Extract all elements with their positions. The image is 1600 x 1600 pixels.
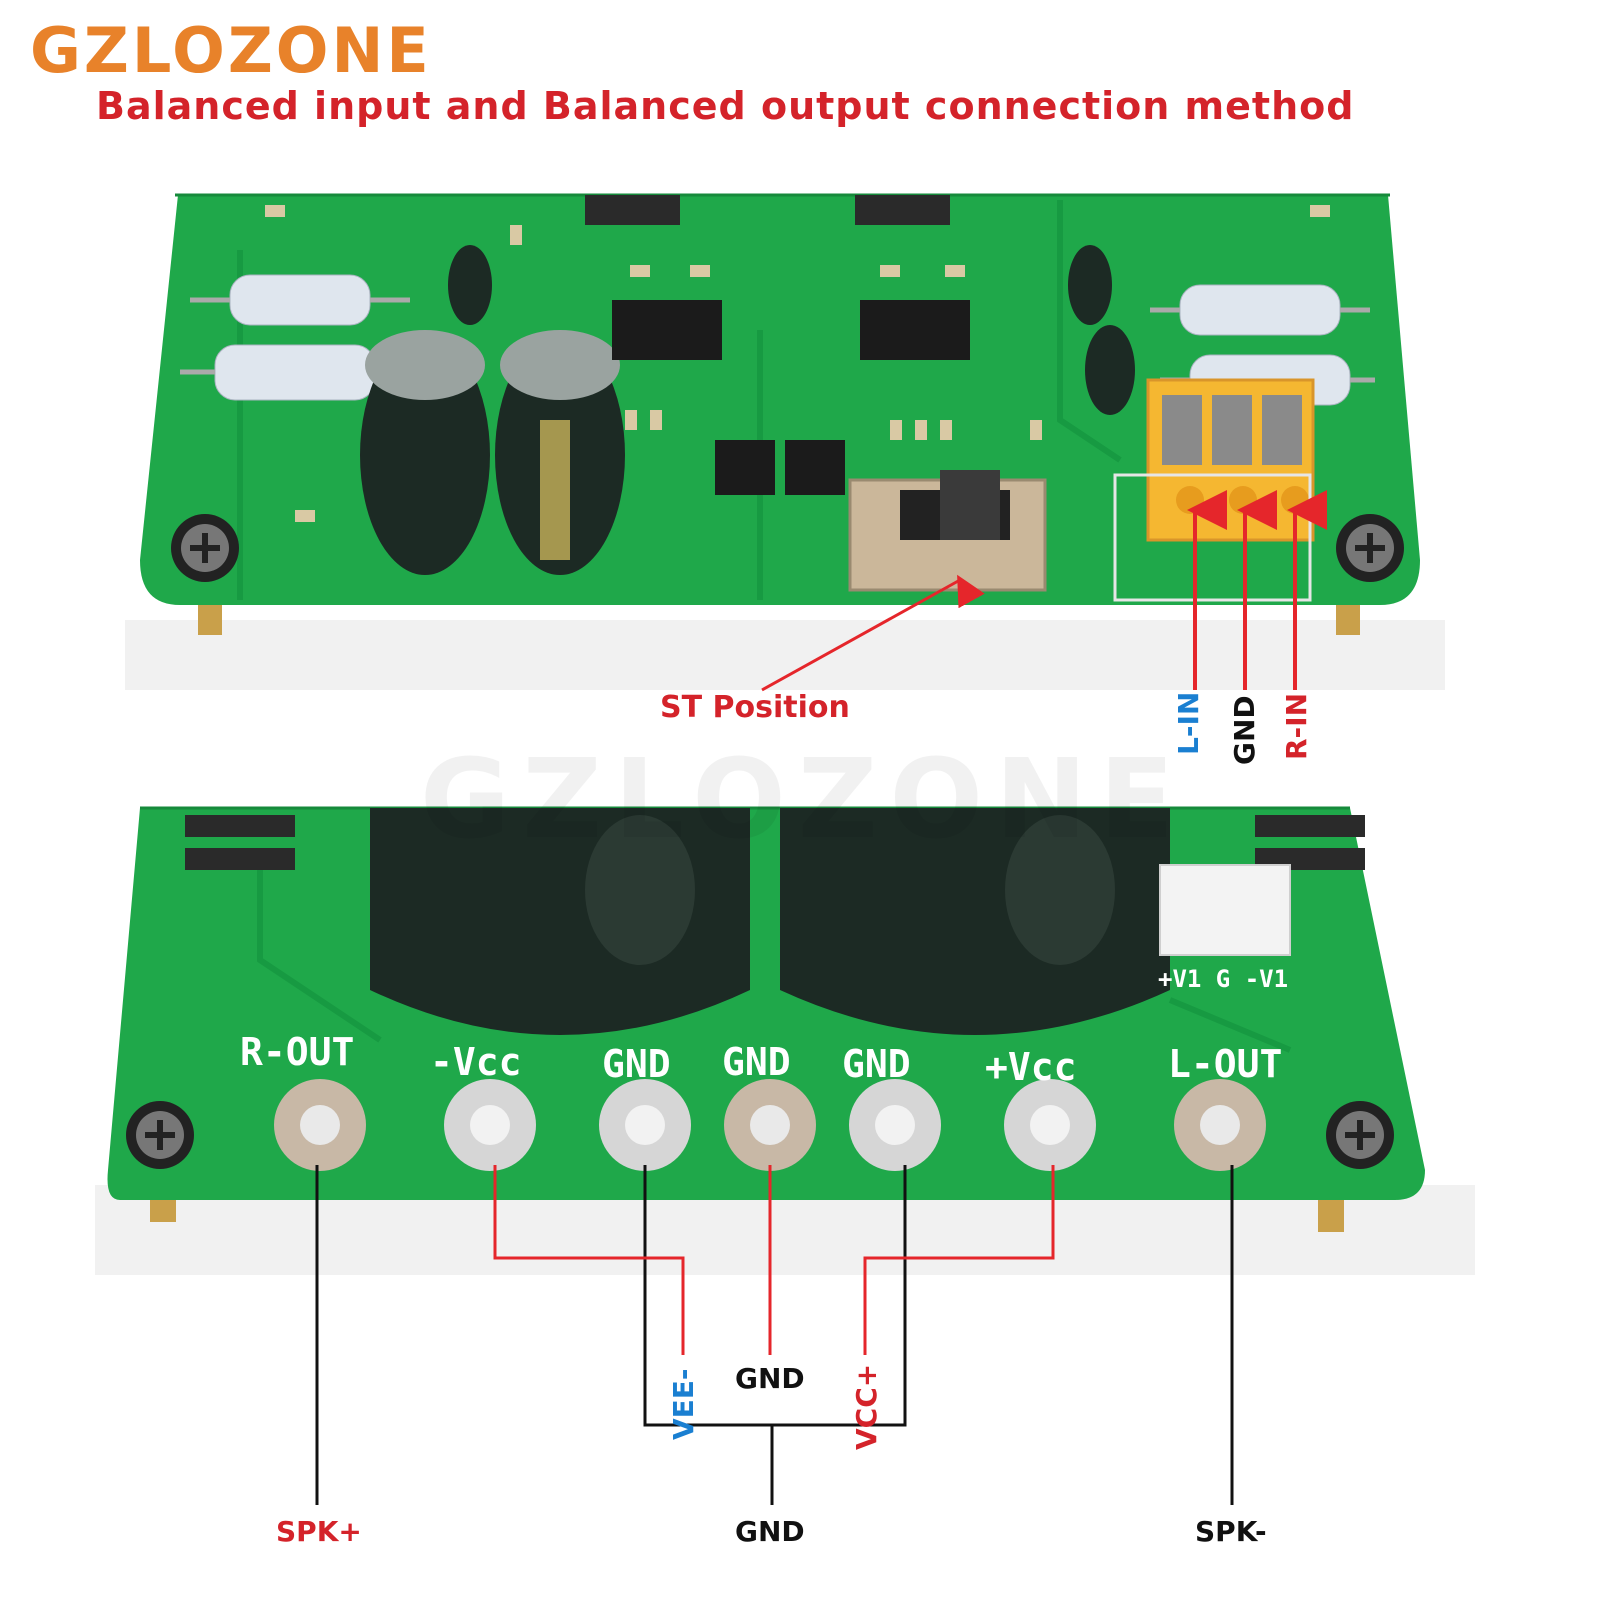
pad-label-pos-vcc: +Vcc xyxy=(985,1045,1077,1089)
gnd-bottom-label: GND xyxy=(735,1515,805,1548)
pad-label-gnd-3: GND xyxy=(842,1042,911,1086)
output-pads xyxy=(274,1079,1266,1171)
screw-icon xyxy=(1326,1101,1394,1169)
gnd-in-label: GND xyxy=(1228,695,1261,765)
bottom-board xyxy=(95,806,1475,1275)
watermark: GZLOZONE xyxy=(420,735,1187,863)
top-board xyxy=(125,193,1445,690)
screw-icon xyxy=(1336,514,1404,582)
spk-minus-label: SPK- xyxy=(1195,1515,1267,1548)
screw-icon xyxy=(171,514,239,582)
pad-label-r-out: R-OUT xyxy=(240,1030,355,1074)
output-wiring xyxy=(315,1165,1234,1505)
input-wires xyxy=(1187,490,1327,690)
pad-label-l-out: L-OUT xyxy=(1168,1042,1283,1086)
brand-logo: GZLOZONE xyxy=(30,14,432,87)
pad-label-gnd-1: GND xyxy=(602,1042,671,1086)
l-in-label: L-IN xyxy=(1172,691,1205,755)
gnd-mid-label: GND xyxy=(735,1362,805,1395)
vcc-label: VCC+ xyxy=(850,1363,883,1450)
page-title: Balanced input and Balanced output conne… xyxy=(96,84,1355,128)
pad-label-neg-vcc: -Vcc xyxy=(430,1040,522,1084)
r-in-label: R-IN xyxy=(1280,692,1313,760)
vee-label: VEE- xyxy=(667,1368,700,1440)
screw-icon xyxy=(126,1101,194,1169)
spk-plus-label: SPK+ xyxy=(276,1515,362,1548)
pad-label-gnd-2: GND xyxy=(722,1040,791,1084)
st-position-callout xyxy=(761,574,985,692)
st-position-label: ST Position xyxy=(660,690,850,725)
connector-label: +V1 G -V1 xyxy=(1158,965,1289,993)
